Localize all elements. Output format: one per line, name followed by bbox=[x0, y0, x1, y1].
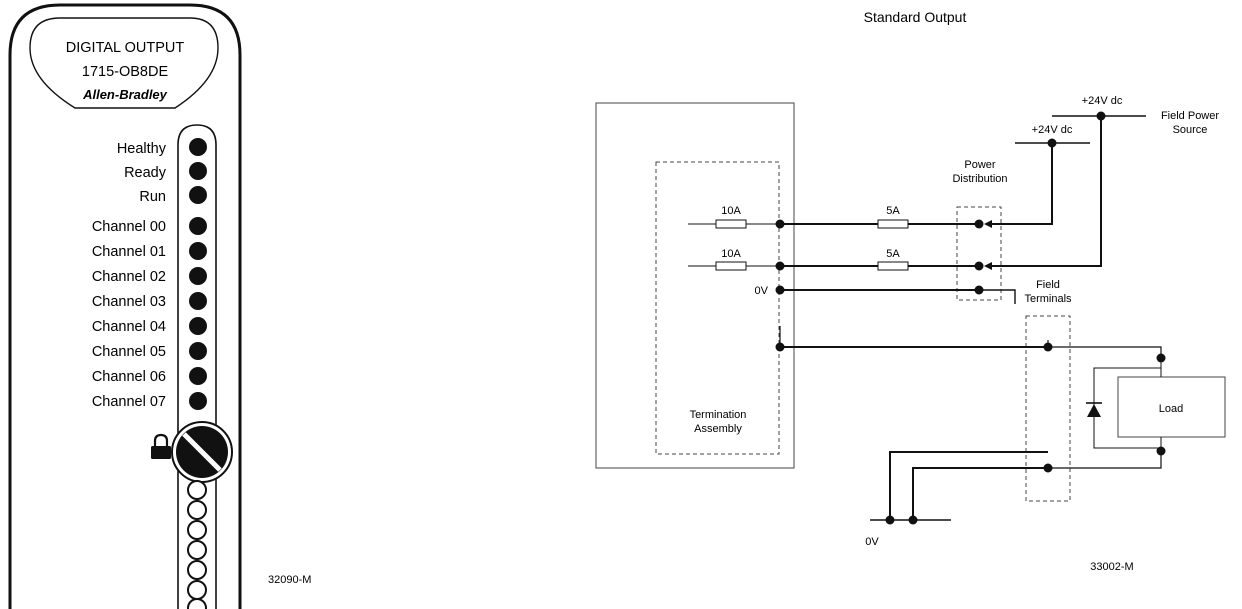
indicator-list: Healthy Ready Run Channel 00 Channel 01 … bbox=[92, 138, 207, 410]
load-box bbox=[1117, 376, 1226, 438]
module-catalog-number: 1715-OB8DE bbox=[82, 64, 169, 80]
indicator-led-channel-03 bbox=[189, 292, 207, 310]
field-power-source-label: Field Power bbox=[1161, 110, 1219, 122]
field-terminals-box bbox=[1025, 315, 1071, 502]
diagram-figure-id: 33002-M bbox=[1090, 561, 1133, 573]
indicator-label-channel-01: Channel 01 bbox=[92, 244, 166, 260]
junction-dot bbox=[908, 515, 918, 525]
power-distribution-label: Power bbox=[964, 159, 996, 171]
termination-assembly-inner-box bbox=[655, 161, 780, 455]
fuse-10a bbox=[715, 219, 747, 229]
field-terminals-label: Terminals bbox=[1024, 293, 1072, 305]
fuse-rating-label: 5A bbox=[886, 205, 900, 217]
wiring-diagram: Standard Output Termination Assembly +24… bbox=[595, 9, 1226, 573]
fuse-5a bbox=[877, 261, 909, 271]
connector-pin bbox=[187, 540, 207, 560]
indicator-strip bbox=[177, 124, 217, 609]
module-label-plate bbox=[29, 17, 219, 109]
connector-pins bbox=[187, 480, 207, 609]
indicator-led-healthy bbox=[189, 138, 207, 156]
zero-v-terminal-label: 0V bbox=[755, 285, 769, 297]
indicator-label-channel-02: Channel 02 bbox=[92, 269, 166, 285]
wire bbox=[912, 467, 1048, 520]
supply-label-24v: +24V dc bbox=[1032, 124, 1073, 136]
wire bbox=[1048, 451, 1162, 469]
power-distribution-label: Distribution bbox=[952, 173, 1007, 185]
connector-pin bbox=[187, 520, 207, 540]
field-power-source-label: Source bbox=[1173, 124, 1208, 136]
supply-label-24v: +24V dc bbox=[1082, 95, 1123, 107]
indicator-label-ready: Ready bbox=[124, 165, 167, 181]
load-label: Load bbox=[1159, 403, 1183, 415]
indicator-label-channel-03: Channel 03 bbox=[92, 294, 166, 310]
diode-icon bbox=[1086, 402, 1102, 417]
fuse-rating-label: 10A bbox=[721, 248, 741, 260]
wire bbox=[889, 451, 1048, 520]
connector-pin bbox=[187, 500, 207, 520]
indicator-label-channel-04: Channel 04 bbox=[92, 319, 166, 335]
indicator-led-channel-05 bbox=[189, 342, 207, 360]
arrow-head bbox=[984, 220, 992, 228]
indicator-label-healthy: Healthy bbox=[117, 141, 167, 157]
fuse-5a bbox=[877, 219, 909, 229]
module-figure-id: 32090-M bbox=[268, 574, 311, 586]
indicator-led-channel-02 bbox=[189, 267, 207, 285]
termination-assembly-label: Termination bbox=[690, 409, 747, 421]
indicator-led-channel-01 bbox=[189, 242, 207, 260]
connector-pin bbox=[187, 598, 207, 609]
connector-pin bbox=[187, 580, 207, 600]
wire bbox=[986, 143, 1053, 225]
terminal-dot bbox=[1156, 353, 1166, 363]
diagram-title: Standard Output bbox=[864, 9, 967, 25]
indicator-label-channel-05: Channel 05 bbox=[92, 344, 166, 360]
zero-v-ground-label: 0V bbox=[865, 536, 879, 548]
power-distribution-box bbox=[956, 206, 1002, 301]
module-name: DIGITAL OUTPUT bbox=[66, 40, 185, 56]
locking-screw[interactable] bbox=[171, 421, 233, 483]
wire bbox=[986, 116, 1102, 267]
indicator-led-channel-06 bbox=[189, 367, 207, 385]
indicator-led-channel-04 bbox=[189, 317, 207, 335]
connector-pin bbox=[187, 560, 207, 580]
module-outline bbox=[8, 3, 242, 609]
terminal-dot bbox=[775, 261, 785, 271]
terminal-dot bbox=[974, 219, 984, 229]
wire bbox=[1048, 346, 1162, 358]
fuse-rating-label: 10A bbox=[721, 205, 741, 217]
connector-pin bbox=[187, 480, 207, 500]
indicator-led-channel-07 bbox=[189, 392, 207, 410]
module-faceplate: DIGITAL OUTPUT 1715-OB8DE Allen-Bradley … bbox=[8, 3, 311, 609]
wire bbox=[979, 289, 1016, 304]
indicator-label-channel-07: Channel 07 bbox=[92, 394, 166, 410]
termination-assembly-label: Assembly bbox=[694, 423, 742, 435]
padlock-icon bbox=[151, 433, 171, 459]
field-terminals-label: Field bbox=[1036, 279, 1060, 291]
indicator-label-channel-06: Channel 06 bbox=[92, 369, 166, 385]
terminal-dot bbox=[974, 261, 984, 271]
indicator-label-channel-00: Channel 00 bbox=[92, 219, 166, 235]
indicator-label-run: Run bbox=[139, 189, 166, 205]
arrow-head bbox=[984, 262, 992, 270]
indicator-led-run bbox=[189, 186, 207, 204]
terminal-dot bbox=[1156, 446, 1166, 456]
terminal-dot bbox=[775, 219, 785, 229]
fuse-rating-label: 5A bbox=[886, 248, 900, 260]
indicator-led-ready bbox=[189, 162, 207, 180]
indicator-led-channel-00 bbox=[189, 217, 207, 235]
module-brand: Allen-Bradley bbox=[82, 87, 168, 102]
termination-assembly-outer-box bbox=[595, 102, 795, 469]
fuse-10a bbox=[715, 261, 747, 271]
junction-dot bbox=[885, 515, 895, 525]
